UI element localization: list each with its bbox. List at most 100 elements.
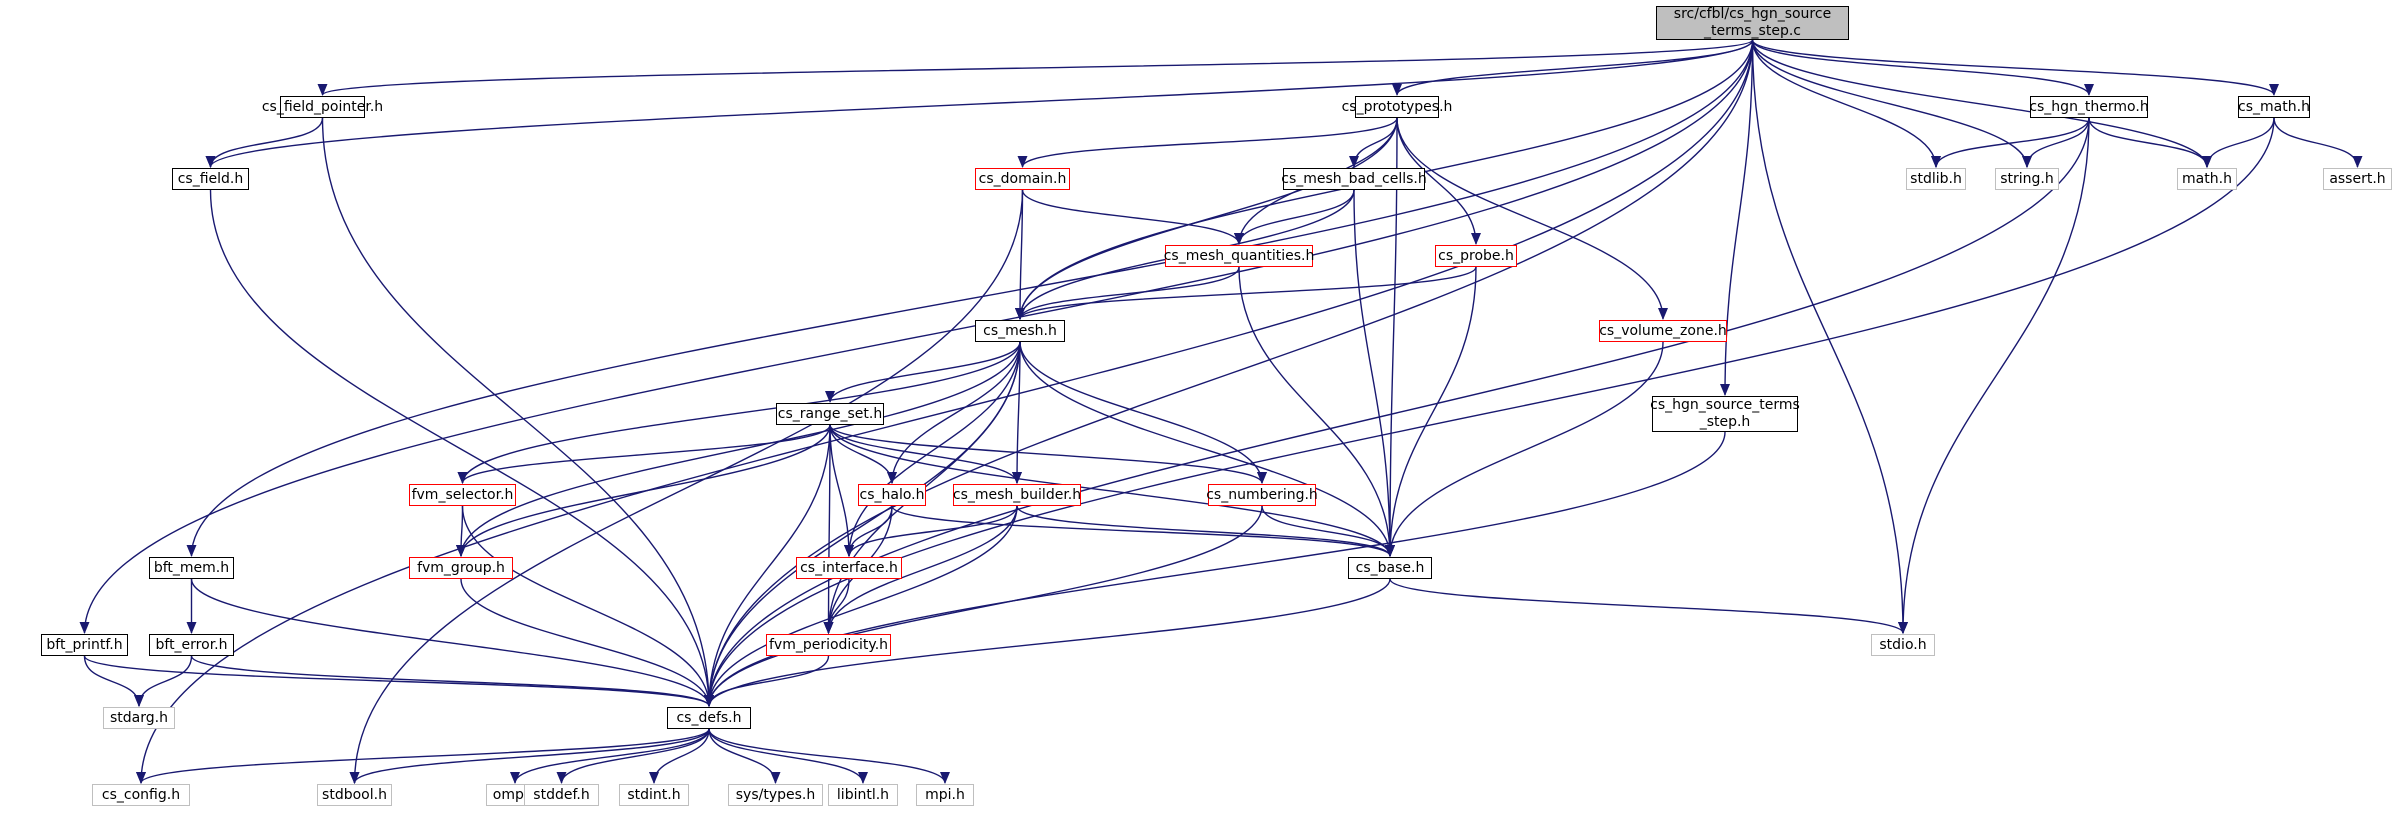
edge-cs-domain-to-cs-mesh (1015, 189, 1026, 320)
node-stddef: stddef.h (524, 784, 599, 806)
node-cs-numbering[interactable]: cs_numbering.h (1206, 484, 1318, 506)
node-bft-error[interactable]: bft_error.h (149, 634, 234, 656)
edge-root-to-cs-hgn-thermo (1751, 39, 2094, 96)
node-cs-prototypes[interactable]: cs_prototypes.h (1342, 96, 1452, 118)
node-cs-mesh-builder[interactable]: cs_mesh_builder.h (953, 484, 1081, 506)
node-cs-field[interactable]: cs_field.h (172, 168, 249, 190)
node-fvm-periodicity[interactable]: fvm_periodicity.h (766, 634, 891, 656)
node-stdarg: stdarg.h (103, 707, 175, 729)
edge-cs-interface-to-fvm-periodicity (823, 578, 850, 634)
edge-root-to-math (1751, 39, 2212, 168)
node-label: cs_mesh_builder.h (952, 486, 1082, 503)
edge-root-to-cs-config (136, 39, 1754, 784)
node-label: cs_prototypes.h (1341, 98, 1453, 115)
edge-cs-range-set-to-fvm-selector (457, 424, 831, 484)
edge-cs-defs-to-omp (510, 728, 710, 784)
node-cs-config: cs_config.h (92, 784, 190, 806)
node-cs-halo[interactable]: cs_halo.h (858, 484, 926, 506)
edge-cs-mesh-to-cs-numbering (1019, 341, 1267, 484)
node-label: cs_domain.h (978, 170, 1067, 187)
edge-cs-math-to-cs-defs (704, 117, 2275, 707)
edge-cs-prototypes-to-cs-mesh (1015, 117, 1398, 320)
edge-cs-mesh-to-cs-range-set (825, 341, 1021, 403)
edge-cs-probe-to-cs-mesh (1015, 266, 1477, 320)
node-cs-probe[interactable]: cs_probe.h (1435, 245, 1517, 267)
node-cs-field-pointer[interactable]: cs_field_pointer.h (262, 96, 383, 118)
node-cs-hgn-source-terms-step[interactable]: cs_hgn_source_terms _step.h (1650, 396, 1800, 432)
edge-cs-halo-to-cs-base (891, 505, 1395, 557)
edge-fvm-periodicity-to-cs-defs (704, 655, 830, 707)
node-stdbool: stdbool.h (317, 784, 392, 806)
edge-cs-prototypes-to-cs-domain (1017, 117, 1398, 168)
edge-root-to-cs-math (1751, 39, 2279, 96)
node-cs-base[interactable]: cs_base.h (1348, 557, 1432, 579)
node-label: stdbool.h (322, 786, 387, 803)
node-label: cs_field_pointer.h (261, 98, 384, 115)
edge-root-to-stdlib (1751, 39, 1941, 168)
edge-cs-prototypes-to-cs-base (1385, 117, 1398, 557)
node-label: cs_interface.h (800, 559, 898, 576)
edge-cs-field-pointer-to-cs-defs (321, 117, 714, 707)
node-label: libintl.h (836, 786, 890, 803)
node-label: bft_printf.h (46, 636, 123, 653)
edge-fvm-selector-to-cs-defs (461, 505, 714, 707)
node-string: string.h (1995, 168, 2059, 190)
edge-cs-range-set-to-fvm-group (456, 424, 831, 557)
edge-root-to-string (1751, 39, 2032, 168)
node-label: cs_hgn_source_terms _step.h (1650, 397, 1800, 430)
edge-cs-mesh-to-cs-halo (887, 341, 1021, 484)
node-stdlib: stdlib.h (1906, 168, 1966, 190)
node-cs-range-set[interactable]: cs_range_set.h (776, 403, 884, 425)
node-libintl: libintl.h (828, 784, 898, 806)
node-bft-mem[interactable]: bft_mem.h (149, 557, 234, 579)
node-label: assert.h (2329, 170, 2386, 187)
edge-cs-defs-to-stdint (649, 728, 710, 784)
node-label: stddef.h (533, 786, 590, 803)
edge-cs-base-to-cs-defs (704, 578, 1391, 707)
node-label: cs_math.h (2238, 98, 2310, 115)
edge-cs-mesh-quantities-to-cs-base (1238, 266, 1395, 557)
node-root[interactable]: src/cfbl/cs_hgn_source _terms_step.c (1656, 6, 1849, 40)
node-label: cs_mesh_bad_cells.h (1281, 170, 1427, 187)
node-stdio: stdio.h (1871, 634, 1935, 656)
node-cs-domain[interactable]: cs_domain.h (975, 168, 1070, 190)
node-label: bft_mem.h (153, 559, 230, 576)
node-label: math.h (2182, 170, 2232, 187)
node-fvm-group[interactable]: fvm_group.h (409, 557, 513, 579)
node-cs-mesh-quantities[interactable]: cs_mesh_quantities.h (1163, 245, 1315, 267)
edge-root-to-bft-printf (79, 39, 1754, 634)
edge-cs-mesh-to-fvm-group (456, 341, 1021, 557)
node-bft-printf[interactable]: bft_printf.h (41, 634, 128, 656)
edge-cs-mesh-bad-cells-to-cs-mesh-quantities (1234, 189, 1355, 245)
node-cs-mesh[interactable]: cs_mesh.h (975, 320, 1065, 342)
node-label: stdlib.h (1910, 170, 1962, 187)
node-math: math.h (2177, 168, 2237, 190)
node-cs-hgn-thermo[interactable]: cs_hgn_thermo.h (2029, 96, 2149, 118)
edge-cs-numbering-to-cs-defs (704, 505, 1263, 707)
edge-cs-domain-to-stdbool (349, 189, 1024, 784)
edge-cs-defs-to-systypes (708, 728, 781, 784)
node-cs-volume-zone[interactable]: cs_volume_zone.h (1599, 320, 1727, 342)
edge-cs-math-to-math (2202, 117, 2275, 168)
edge-bft-error-to-cs-defs (190, 655, 714, 707)
edge-cs-defs-to-cs-config (136, 728, 710, 784)
edge-root-to-cs-field-pointer (318, 39, 1754, 96)
edge-cs-range-set-to-cs-interface (829, 424, 854, 557)
node-cs-math[interactable]: cs_math.h (2238, 96, 2310, 118)
node-label: cs_mesh_quantities.h (1163, 247, 1315, 264)
edge-cs-range-set-to-cs-numbering (829, 424, 1267, 484)
edge-cs-mesh-to-cs-interface (844, 341, 1021, 557)
node-fvm-selector[interactable]: fvm_selector.h (409, 484, 516, 506)
edge-cs-mesh-builder-to-cs-defs (704, 505, 1018, 707)
edge-fvm-group-to-cs-defs (460, 578, 714, 707)
node-cs-mesh-bad-cells[interactable]: cs_mesh_bad_cells.h (1281, 168, 1427, 190)
edge-bft-mem-to-cs-defs (190, 578, 714, 707)
edge-cs-mesh-to-cs-mesh-builder (1012, 341, 1023, 484)
node-cs-defs[interactable]: cs_defs.h (667, 707, 751, 729)
node-cs-interface[interactable]: cs_interface.h (796, 557, 902, 579)
node-label: cs_field.h (177, 170, 244, 187)
node-label: cs_probe.h (1438, 247, 1514, 264)
node-mpi: mpi.h (916, 784, 974, 806)
node-label: cs_numbering.h (1206, 486, 1318, 503)
